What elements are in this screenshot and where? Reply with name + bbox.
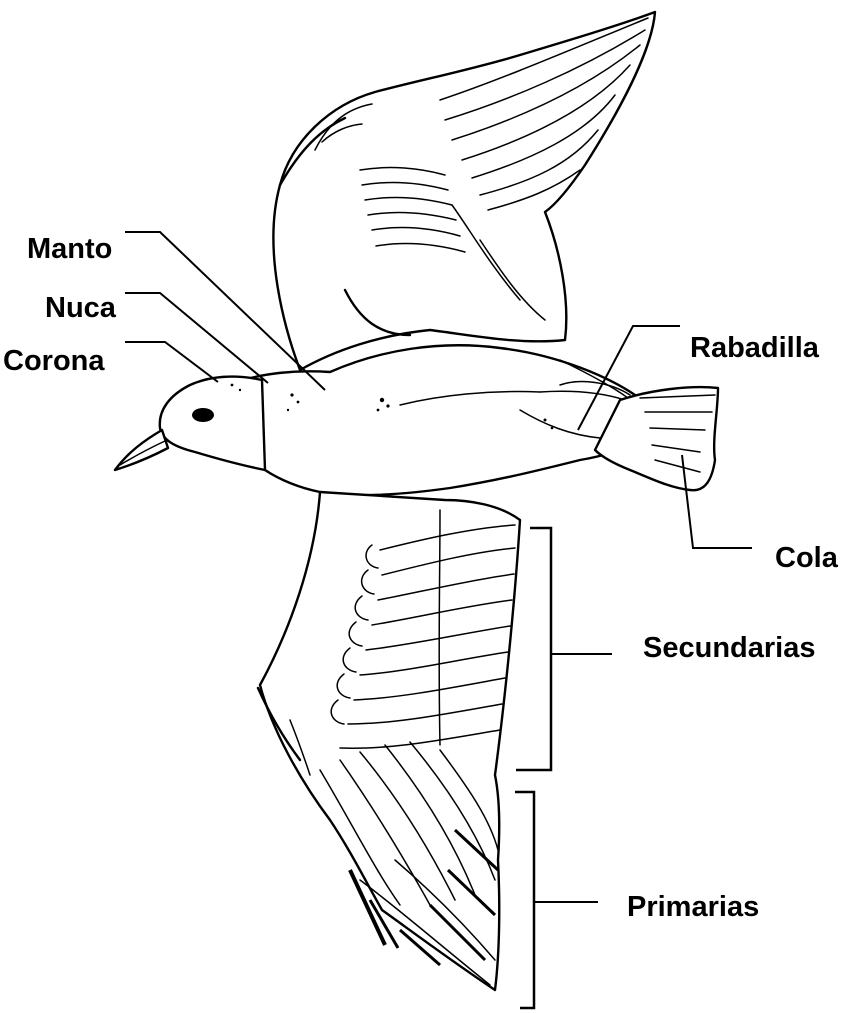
head — [115, 377, 265, 470]
brackets — [515, 528, 612, 1008]
body — [230, 345, 656, 495]
label-corona: Corona — [3, 345, 105, 377]
bracket-secundarias — [516, 528, 551, 770]
label-nuca: Nuca — [45, 292, 117, 324]
bracket-primarias — [515, 792, 534, 1008]
eye — [192, 408, 214, 422]
label-cola: Cola — [775, 542, 839, 574]
seabird-illustration — [115, 12, 718, 990]
lower-wing — [258, 492, 520, 990]
label-rabadilla: Rabadilla — [690, 332, 820, 364]
label-secundarias: Secundarias — [643, 632, 815, 664]
leader-nuca — [125, 293, 268, 383]
leader-corona — [125, 342, 218, 382]
label-manto: Manto — [27, 233, 112, 265]
label-primarias: Primarias — [627, 891, 759, 923]
upper-wing — [273, 12, 655, 370]
